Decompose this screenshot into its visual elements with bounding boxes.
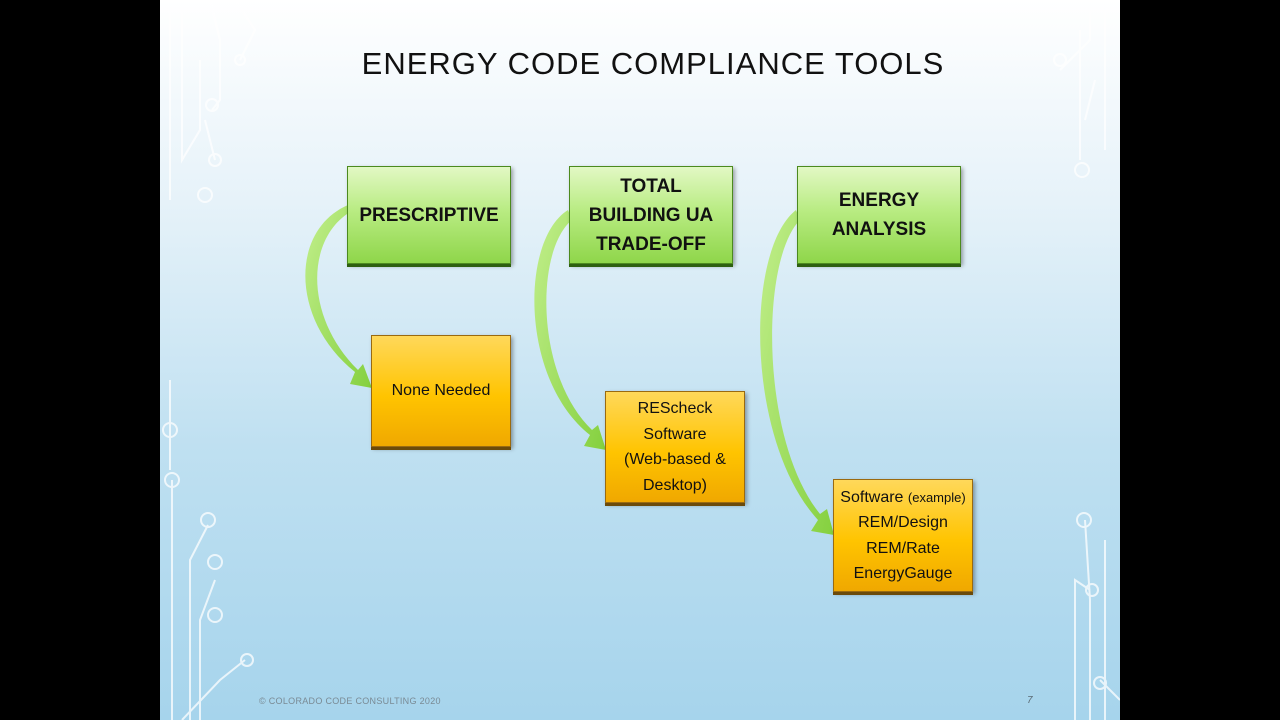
tool-box-none-needed: None Needed bbox=[371, 335, 511, 447]
footer-copyright: © COLORADO CODE CONSULTING 2020 bbox=[259, 696, 441, 706]
arrow-prescriptive bbox=[305, 205, 372, 388]
tool-label-line: Software bbox=[643, 425, 707, 443]
method-box-energy-analysis: ENERGY ANALYSIS bbox=[797, 166, 961, 264]
tool-label-line: (Web-based & bbox=[624, 451, 726, 468]
method-label-line: ENERGY bbox=[838, 190, 920, 211]
method-box-total-building-ua: TOTAL BUILDING UA TRADE-OFF bbox=[569, 166, 733, 264]
tool-box-rescheck: REScheck Software (Web-based & Desktop) bbox=[605, 391, 745, 503]
method-label-line: BUILDING UA bbox=[588, 204, 714, 226]
slide: ENERGY CODE COMPLIANCE TOOLS PRESCRIPTIV… bbox=[160, 0, 1120, 720]
page-number: 7 bbox=[1027, 695, 1033, 706]
tool-label-line: EnergyGauge bbox=[853, 565, 953, 582]
method-label: PRESCRIPTIVE bbox=[359, 204, 499, 226]
tool-label-line: Desktop) bbox=[642, 476, 708, 494]
method-box-prescriptive: PRESCRIPTIVE bbox=[347, 166, 511, 264]
tool-label: None Needed bbox=[391, 382, 491, 400]
method-label-line: ANALYSIS bbox=[831, 219, 927, 240]
method-label-line: TRADE-OFF bbox=[596, 233, 706, 255]
tool-heading-text: Software bbox=[840, 488, 904, 506]
tool-label-line: REM/Rate bbox=[866, 539, 940, 557]
circuit-decoration bbox=[162, 0, 1120, 720]
tool-heading: Software (example) bbox=[840, 485, 965, 511]
arrow-ua-tradeoff bbox=[534, 210, 606, 450]
tool-label-line: REM/Design bbox=[858, 514, 948, 531]
method-label-line: TOTAL bbox=[620, 175, 682, 197]
flow-arrows bbox=[305, 205, 834, 535]
tool-label-line: REScheck bbox=[637, 400, 713, 417]
slide-title: ENERGY CODE COMPLIANCE TOOLS bbox=[361, 46, 945, 81]
tool-box-software-examples: Software (example) REM/Design REM/Rate E… bbox=[833, 479, 973, 592]
tool-heading-note: (example) bbox=[907, 489, 966, 505]
